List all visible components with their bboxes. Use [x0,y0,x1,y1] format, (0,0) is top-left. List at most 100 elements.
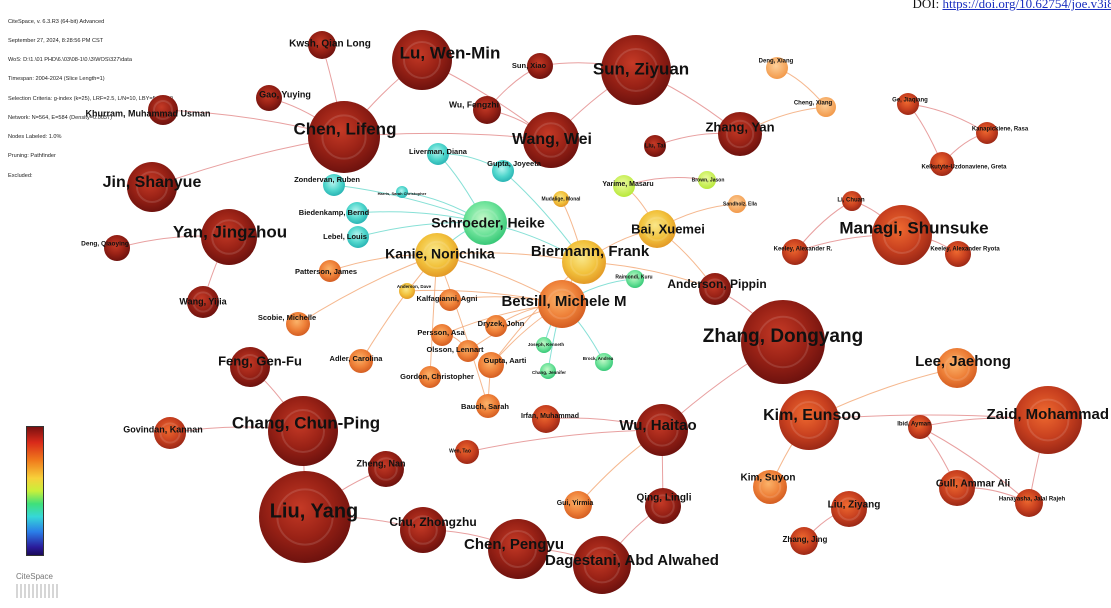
author-node[interactable] [256,85,282,111]
author-node[interactable] [699,273,731,305]
author-node[interactable] [645,488,681,524]
author-node[interactable] [638,210,676,248]
author-node[interactable] [945,241,971,267]
author-node[interactable] [536,337,552,353]
author-node[interactable] [644,135,666,157]
author-node[interactable] [268,396,338,466]
meta-line: September 27, 2024, 8:28:56 PM CST [8,38,104,45]
author-node[interactable] [831,491,867,527]
author-node[interactable] [323,174,345,196]
author-node[interactable] [457,340,479,362]
author-node[interactable] [595,353,613,371]
author-node[interactable] [766,57,788,79]
author-node[interactable] [346,202,368,224]
author-node[interactable] [319,260,341,282]
author-node[interactable] [230,347,270,387]
author-node[interactable] [476,394,500,418]
author-node-ring [470,208,500,238]
network-nodes [104,30,1082,594]
author-node[interactable] [872,205,932,265]
author-label: Zheng, Nan [357,458,406,468]
author-node[interactable] [396,186,408,198]
author-node[interactable] [127,162,177,212]
author-node[interactable] [842,191,862,211]
author-node[interactable] [908,415,932,439]
author-node[interactable] [400,507,446,553]
author-node[interactable] [613,175,635,197]
author-node[interactable] [439,289,461,311]
author-node[interactable] [104,235,130,261]
author-node[interactable] [259,471,351,563]
author-node[interactable] [431,324,453,346]
author-node[interactable] [816,97,836,117]
author-node[interactable] [154,417,186,449]
author-label: Kanapickiene, Rasa [972,127,1029,133]
author-label: Keeley, Alexander Ryota [930,247,1000,253]
author-node[interactable] [741,300,825,384]
author-node[interactable] [201,209,257,265]
author-node[interactable] [286,312,310,336]
author-node[interactable] [473,96,501,124]
meta-line: WoS: D:\1.\01 PHD\6.\03\08-1\0.\3\WOS\32… [8,57,132,64]
author-node-ring [408,515,438,545]
author-node-ring [725,119,755,149]
author-node[interactable] [897,93,919,115]
author-label: Jin, Shanyue [103,174,202,191]
author-node[interactable] [478,352,504,378]
author-node[interactable] [399,283,415,299]
author-node[interactable] [347,226,369,248]
author-node[interactable] [523,112,579,168]
author-node[interactable] [636,404,688,456]
author-node[interactable] [148,95,178,125]
author-node[interactable] [753,470,787,504]
author-label: Dagestani, Abd Alwahed [545,552,719,569]
author-node[interactable] [562,240,606,284]
author-node[interactable] [601,35,671,105]
author-node[interactable] [540,363,556,379]
author-node[interactable] [718,112,762,156]
author-node[interactable] [939,470,975,506]
author-node[interactable] [1014,386,1082,454]
author-node[interactable] [368,451,404,487]
author-node[interactable] [419,366,441,388]
author-label: Persson, Asa [417,328,465,337]
citespace-metadata-text: CiteSpace, v. 6.3.R3 (64-bit) Advanced S… [8,6,173,192]
author-node[interactable] [527,53,553,79]
author-node[interactable] [308,101,380,173]
author-label: Wu, Haitao [619,417,696,434]
author-node[interactable] [455,440,479,464]
author-node[interactable] [492,160,514,182]
author-node[interactable] [553,191,569,207]
author-node[interactable] [308,31,336,59]
author-label: Wang, Yijia [179,296,227,306]
author-node[interactable] [779,390,839,450]
author-node[interactable] [790,527,818,555]
author-node[interactable] [1015,489,1043,517]
author-node[interactable] [463,201,507,245]
doi-link[interactable]: https://doi.org/10.62754/joe.v3i8. [942,0,1111,11]
author-node[interactable] [485,315,507,337]
meta-line: Pruning: Pathfinder [8,153,56,160]
author-node[interactable] [976,122,998,144]
author-node[interactable] [728,195,746,213]
author-label: Zhang, Yan [705,119,774,134]
author-node[interactable] [488,519,548,579]
author-node[interactable] [573,536,631,594]
author-node[interactable] [532,405,560,433]
author-label: Ge, Jiaqiang [892,98,928,104]
author-node[interactable] [564,491,592,519]
author-node[interactable] [698,171,716,189]
author-node[interactable] [427,143,449,165]
doi-prefix: DOI: [912,0,943,11]
author-node[interactable] [937,348,977,388]
author-label: Mudalige, Monal [542,196,582,202]
author-node[interactable] [930,152,954,176]
author-node[interactable] [392,30,452,90]
author-node[interactable] [626,270,644,288]
author-node[interactable] [349,349,373,373]
author-label: Feng, Gen-Fu [218,353,302,368]
author-node[interactable] [782,239,808,265]
author-node[interactable] [187,286,219,318]
author-node[interactable] [415,233,459,277]
author-node[interactable] [538,280,586,328]
